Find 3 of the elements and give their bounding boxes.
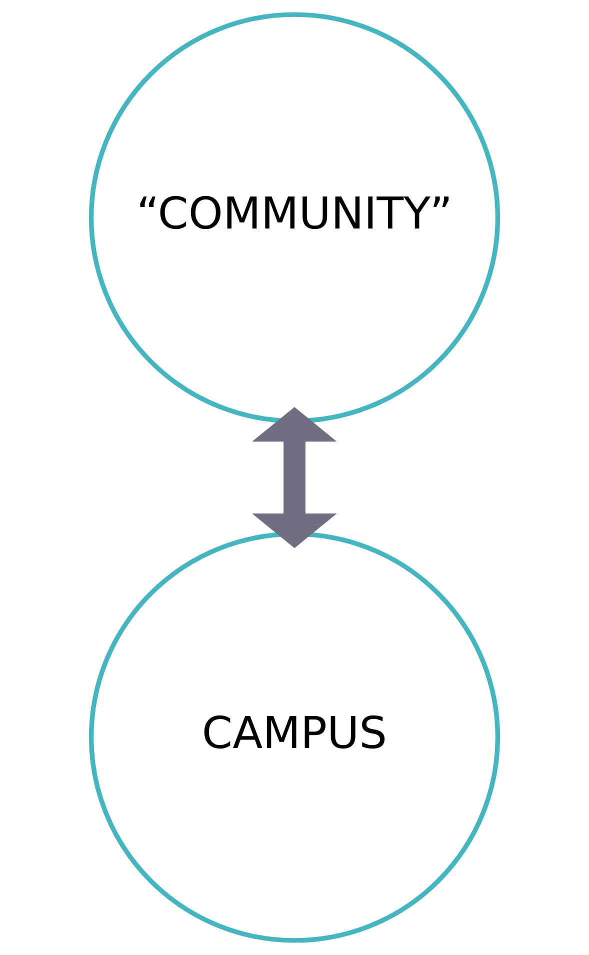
node-circle: CAMPUS [88,532,500,943]
arrow [252,407,337,548]
node-circle: “COMMUNITY” [88,12,500,424]
